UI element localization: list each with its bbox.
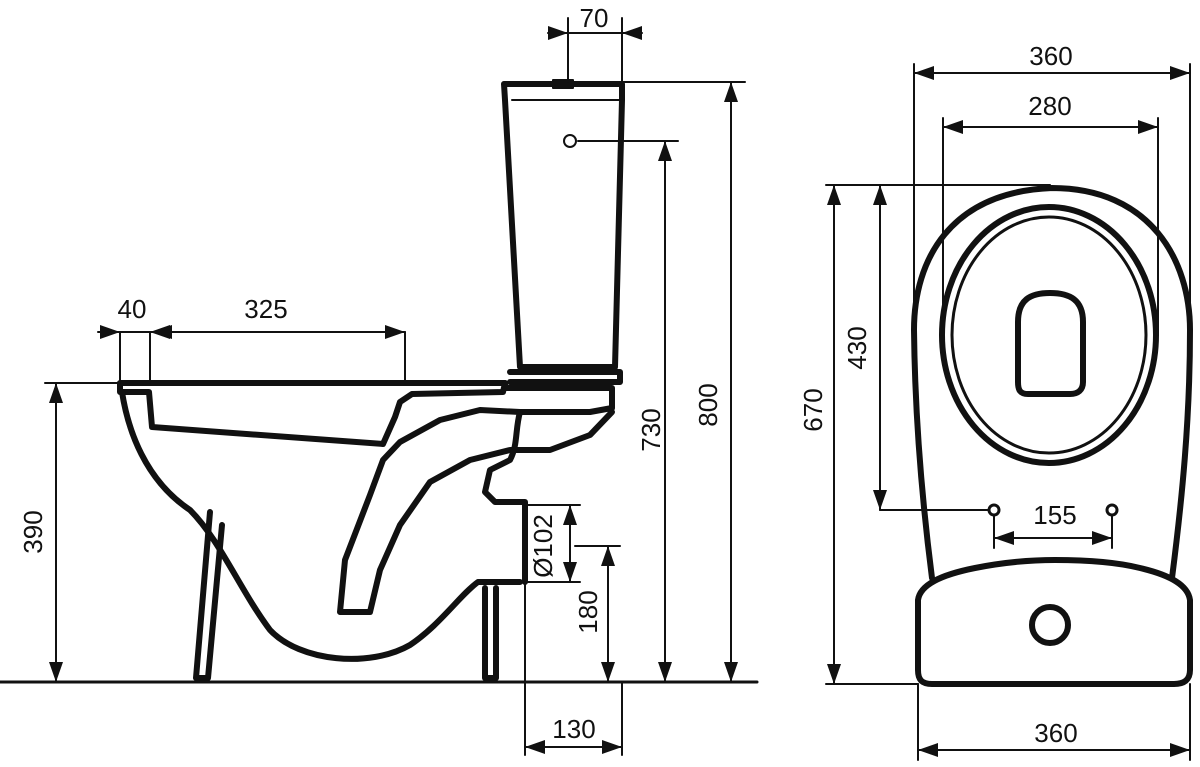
dim-label-outlet-offset: 130 <box>552 714 595 744</box>
cistern-top <box>915 557 1193 687</box>
toilet-bowl <box>117 380 615 681</box>
dim-label-rim-thickness: 40 <box>118 294 147 324</box>
dim-rim-thickness: 40 <box>97 294 173 384</box>
dim-outlet-diameter: Ø102 <box>524 504 581 583</box>
hinge-hole-right-icon <box>1105 503 1119 517</box>
dim-label-inlet-height: 730 <box>636 408 666 451</box>
dim-total-length: 670 <box>798 184 1051 685</box>
dim-tank-depth: 70 <box>547 3 643 83</box>
water-opening <box>1015 290 1086 397</box>
dim-outlet-height: 180 <box>573 545 621 683</box>
dim-label-hinge-spacing: 155 <box>1033 500 1076 530</box>
cistern-tank <box>501 79 625 385</box>
top-view: 360 280 670 430 <box>798 41 1193 761</box>
dim-inlet-height: 730 <box>577 140 679 683</box>
dim-base-width: 360 <box>917 683 1191 761</box>
dim-outlet-offset: 130 <box>524 581 623 756</box>
dim-hinge-length: 430 <box>842 184 990 511</box>
side-view: 70 40 325 390 <box>0 3 759 756</box>
dim-total-height: 800 <box>621 81 746 683</box>
dim-inner-width: 280 <box>942 91 1159 336</box>
dim-label-bowl-opening: 325 <box>244 294 287 324</box>
dim-label-hinge-length: 430 <box>842 326 872 369</box>
dim-outer-width: 360 <box>913 41 1191 331</box>
dim-label-base-width: 360 <box>1034 718 1077 748</box>
bowl-outline-outer <box>911 185 1193 581</box>
dim-label-total-height: 800 <box>693 383 723 426</box>
dim-hinge-spacing: 155 <box>993 500 1113 549</box>
dim-label-outer-width: 360 <box>1029 41 1072 71</box>
dim-label-outlet-diameter: Ø102 <box>528 514 558 578</box>
flush-button-icon <box>1029 604 1071 646</box>
bowl-rim <box>939 204 1159 466</box>
dim-label-total-length: 670 <box>798 388 828 431</box>
dim-rim-height: 390 <box>18 382 121 683</box>
dim-bowl-opening: 325 <box>149 294 406 384</box>
dim-label-inner-width: 280 <box>1028 91 1071 121</box>
dim-label-tank-depth: 70 <box>580 3 609 33</box>
hinge-hole-left-icon <box>987 503 1001 517</box>
dim-label-rim-height: 390 <box>18 510 48 553</box>
inlet-marker-icon <box>563 134 577 148</box>
dim-label-outlet-height: 180 <box>573 590 603 633</box>
